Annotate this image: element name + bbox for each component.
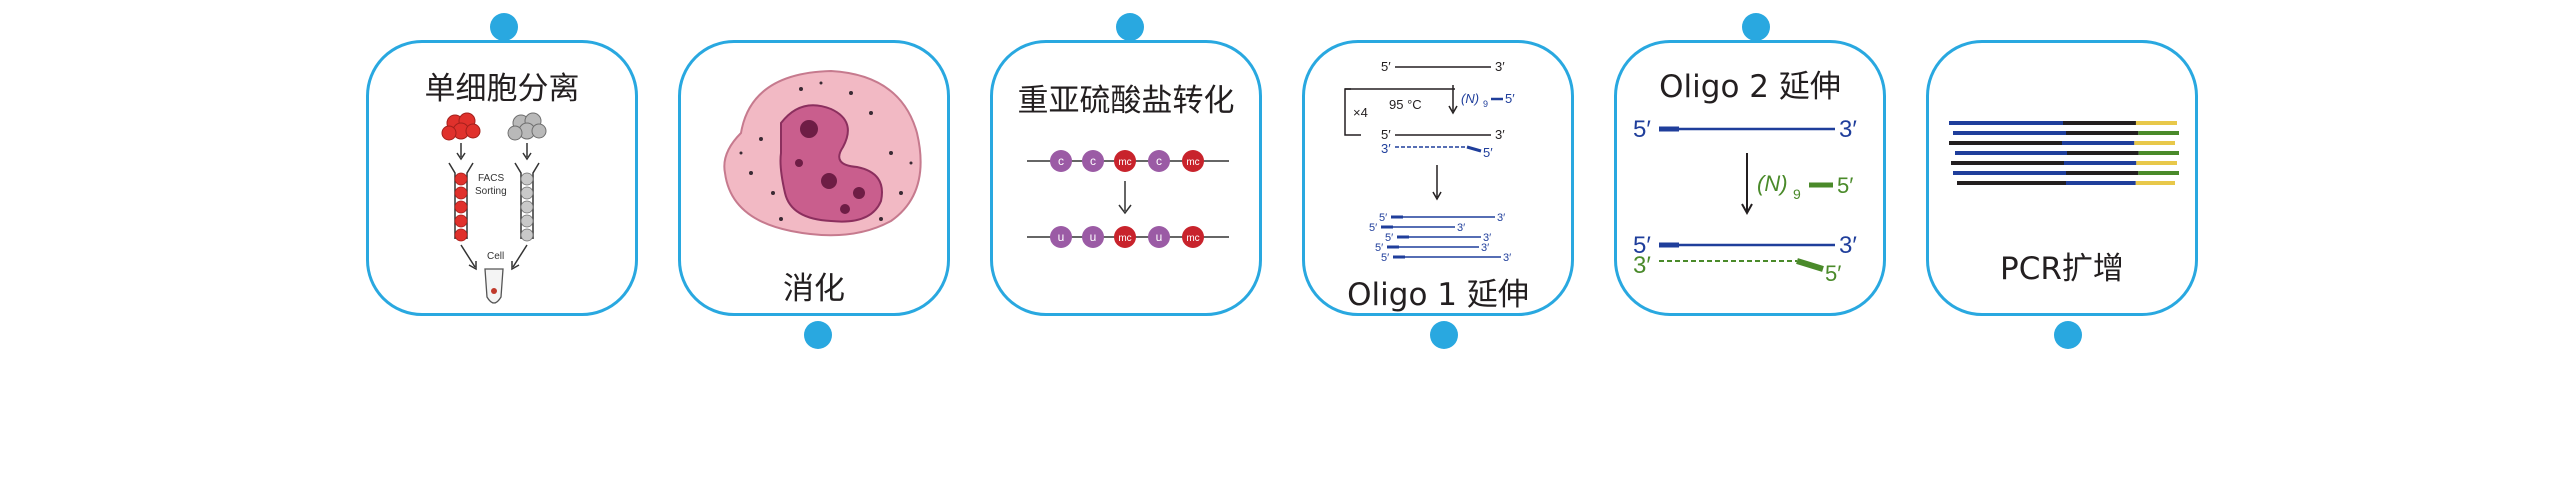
step-title: 重亚硫酸盐转化: [1017, 83, 1235, 119]
base-label: u: [1058, 230, 1065, 244]
label-3prime: 3′: [1633, 252, 1651, 279]
step-card-digestion: 消化: [678, 40, 950, 316]
connector-dot: [1116, 13, 1144, 41]
base-label: c: [1090, 154, 1096, 168]
label-5prime: 5′: [1483, 145, 1493, 160]
base-label: c: [1156, 154, 1162, 168]
connector-dot: [804, 321, 832, 349]
bisulfite-figure: c c mc c mc u u mc u mc: [1027, 150, 1229, 248]
oligo1-figure: 5′ 3′ ×4 95 °C (N) 9 5′ 5′ 3′ 3′ 5′ 5′ 3…: [1344, 59, 1515, 264]
red-cell-column: [454, 172, 468, 242]
random-primer-label: (N): [1757, 171, 1788, 196]
label-5prime: 5′: [1381, 59, 1391, 74]
microtube-icon: [484, 268, 504, 304]
base-bead-mc: [1114, 150, 1136, 172]
step-title: 消化: [783, 271, 845, 307]
temperature-label: 95 °C: [1389, 97, 1422, 112]
label-3prime: 3′: [1495, 59, 1505, 74]
arrow-icon: [1741, 153, 1753, 216]
base-bead-c: [1050, 150, 1072, 172]
svg-text:5′: 5′: [1381, 252, 1389, 264]
step-title: Oligo 1 延伸: [1347, 277, 1529, 313]
arrow-icon: [1118, 181, 1132, 215]
arrow-icon: [456, 143, 532, 161]
label-5prime: 5′: [1505, 91, 1515, 106]
cell-illustration-icon: [723, 69, 922, 237]
gray-cell-column: [520, 172, 534, 242]
step-card-oligo1-extension: 5′ 3′ ×4 95 °C (N) 9 5′ 5′ 3′ 3′ 5′ 5′ 3…: [1302, 40, 1574, 316]
random-primer-subscript: 9: [1483, 99, 1488, 109]
pcr-products-figure: [1949, 121, 2179, 185]
base-bead-u: [1050, 226, 1072, 248]
label-3prime: 3′: [1495, 127, 1505, 142]
connector-dot: [2054, 321, 2082, 349]
step-card-bisulfite-conversion: 重亚硫酸盐转化 c c mc c mc u u mc u mc: [990, 40, 1262, 316]
arrow-icon: [1448, 85, 1458, 115]
label-3prime: 3′: [1839, 232, 1857, 259]
svg-text:5′: 5′: [1369, 222, 1377, 234]
connector-dot: [1430, 321, 1458, 349]
step-card-cell-isolation: 单细胞分离 FACS Sorting Cell: [366, 40, 638, 316]
base-label: u: [1156, 230, 1163, 244]
label-5prime: 5′: [1837, 173, 1853, 198]
step-title: PCR扩增: [2000, 251, 2124, 287]
svg-text:3′: 3′: [1457, 222, 1465, 234]
base-bead-u: [1148, 226, 1170, 248]
sorting-label: Sorting: [475, 186, 507, 197]
base-label: mc: [1118, 233, 1131, 244]
random-primer-subscript: 9: [1793, 186, 1801, 202]
svg-text:3′: 3′: [1483, 232, 1491, 244]
random-primer-label: (N): [1461, 91, 1479, 106]
base-label: mc: [1186, 157, 1199, 168]
base-bead-mc: [1182, 150, 1204, 172]
base-bead-u: [1082, 226, 1104, 248]
gray-cell-cluster-icon: [507, 112, 547, 141]
base-label: mc: [1186, 233, 1199, 244]
oligo2-figure: 5′ 3′ (N) 9 5′ 5′ 3′ 3′ 5′: [1633, 116, 1857, 286]
step-title: 单细胞分离: [424, 71, 580, 107]
base-bead-c: [1082, 150, 1104, 172]
connector-dot: [490, 13, 518, 41]
step-card-oligo2-extension: Oligo 2 延伸 5′ 3′ (N) 9 5′ 5′ 3′ 3′ 5′: [1614, 40, 1886, 316]
facs-label: FACS: [478, 173, 504, 184]
step-title: Oligo 2 延伸: [1659, 69, 1841, 105]
label-5prime: 5′: [1381, 127, 1391, 142]
cell-label: Cell: [487, 251, 504, 262]
arrow-icon: [460, 244, 528, 271]
base-label: u: [1090, 230, 1097, 244]
label-5prime: 5′: [1633, 116, 1651, 143]
label-5prime: 5′: [1825, 261, 1841, 286]
svg-text:5′: 5′: [1385, 232, 1393, 244]
svg-text:5′: 5′: [1375, 242, 1383, 254]
base-label: mc: [1118, 157, 1131, 168]
label-3prime: 3′: [1381, 141, 1391, 156]
base-bead-mc: [1114, 226, 1136, 248]
cell-sorting-figure: FACS Sorting Cell: [441, 112, 547, 304]
connector-dot: [1742, 13, 1770, 41]
base-bead-mc: [1182, 226, 1204, 248]
svg-text:3′: 3′: [1497, 212, 1505, 224]
base-label: c: [1058, 154, 1064, 168]
svg-text:3′: 3′: [1503, 252, 1511, 264]
step-card-pcr-amplification: PCR扩增: [1926, 40, 2198, 316]
label-5prime: 5′: [1633, 232, 1651, 259]
base-bead-c: [1148, 150, 1170, 172]
arrow-icon: [1432, 165, 1442, 201]
svg-text:5′: 5′: [1379, 212, 1387, 224]
svg-text:3′: 3′: [1481, 242, 1489, 254]
sorting-tube-icon: [448, 162, 540, 239]
label-3prime: 3′: [1839, 116, 1857, 143]
extension-products: 5′ 3′ 5′ 3′ 5′ 3′ 5′ 3′ 5′ 3′: [1369, 212, 1511, 264]
red-cell-cluster-icon: [441, 112, 481, 141]
cycle-count: ×4: [1353, 105, 1368, 120]
